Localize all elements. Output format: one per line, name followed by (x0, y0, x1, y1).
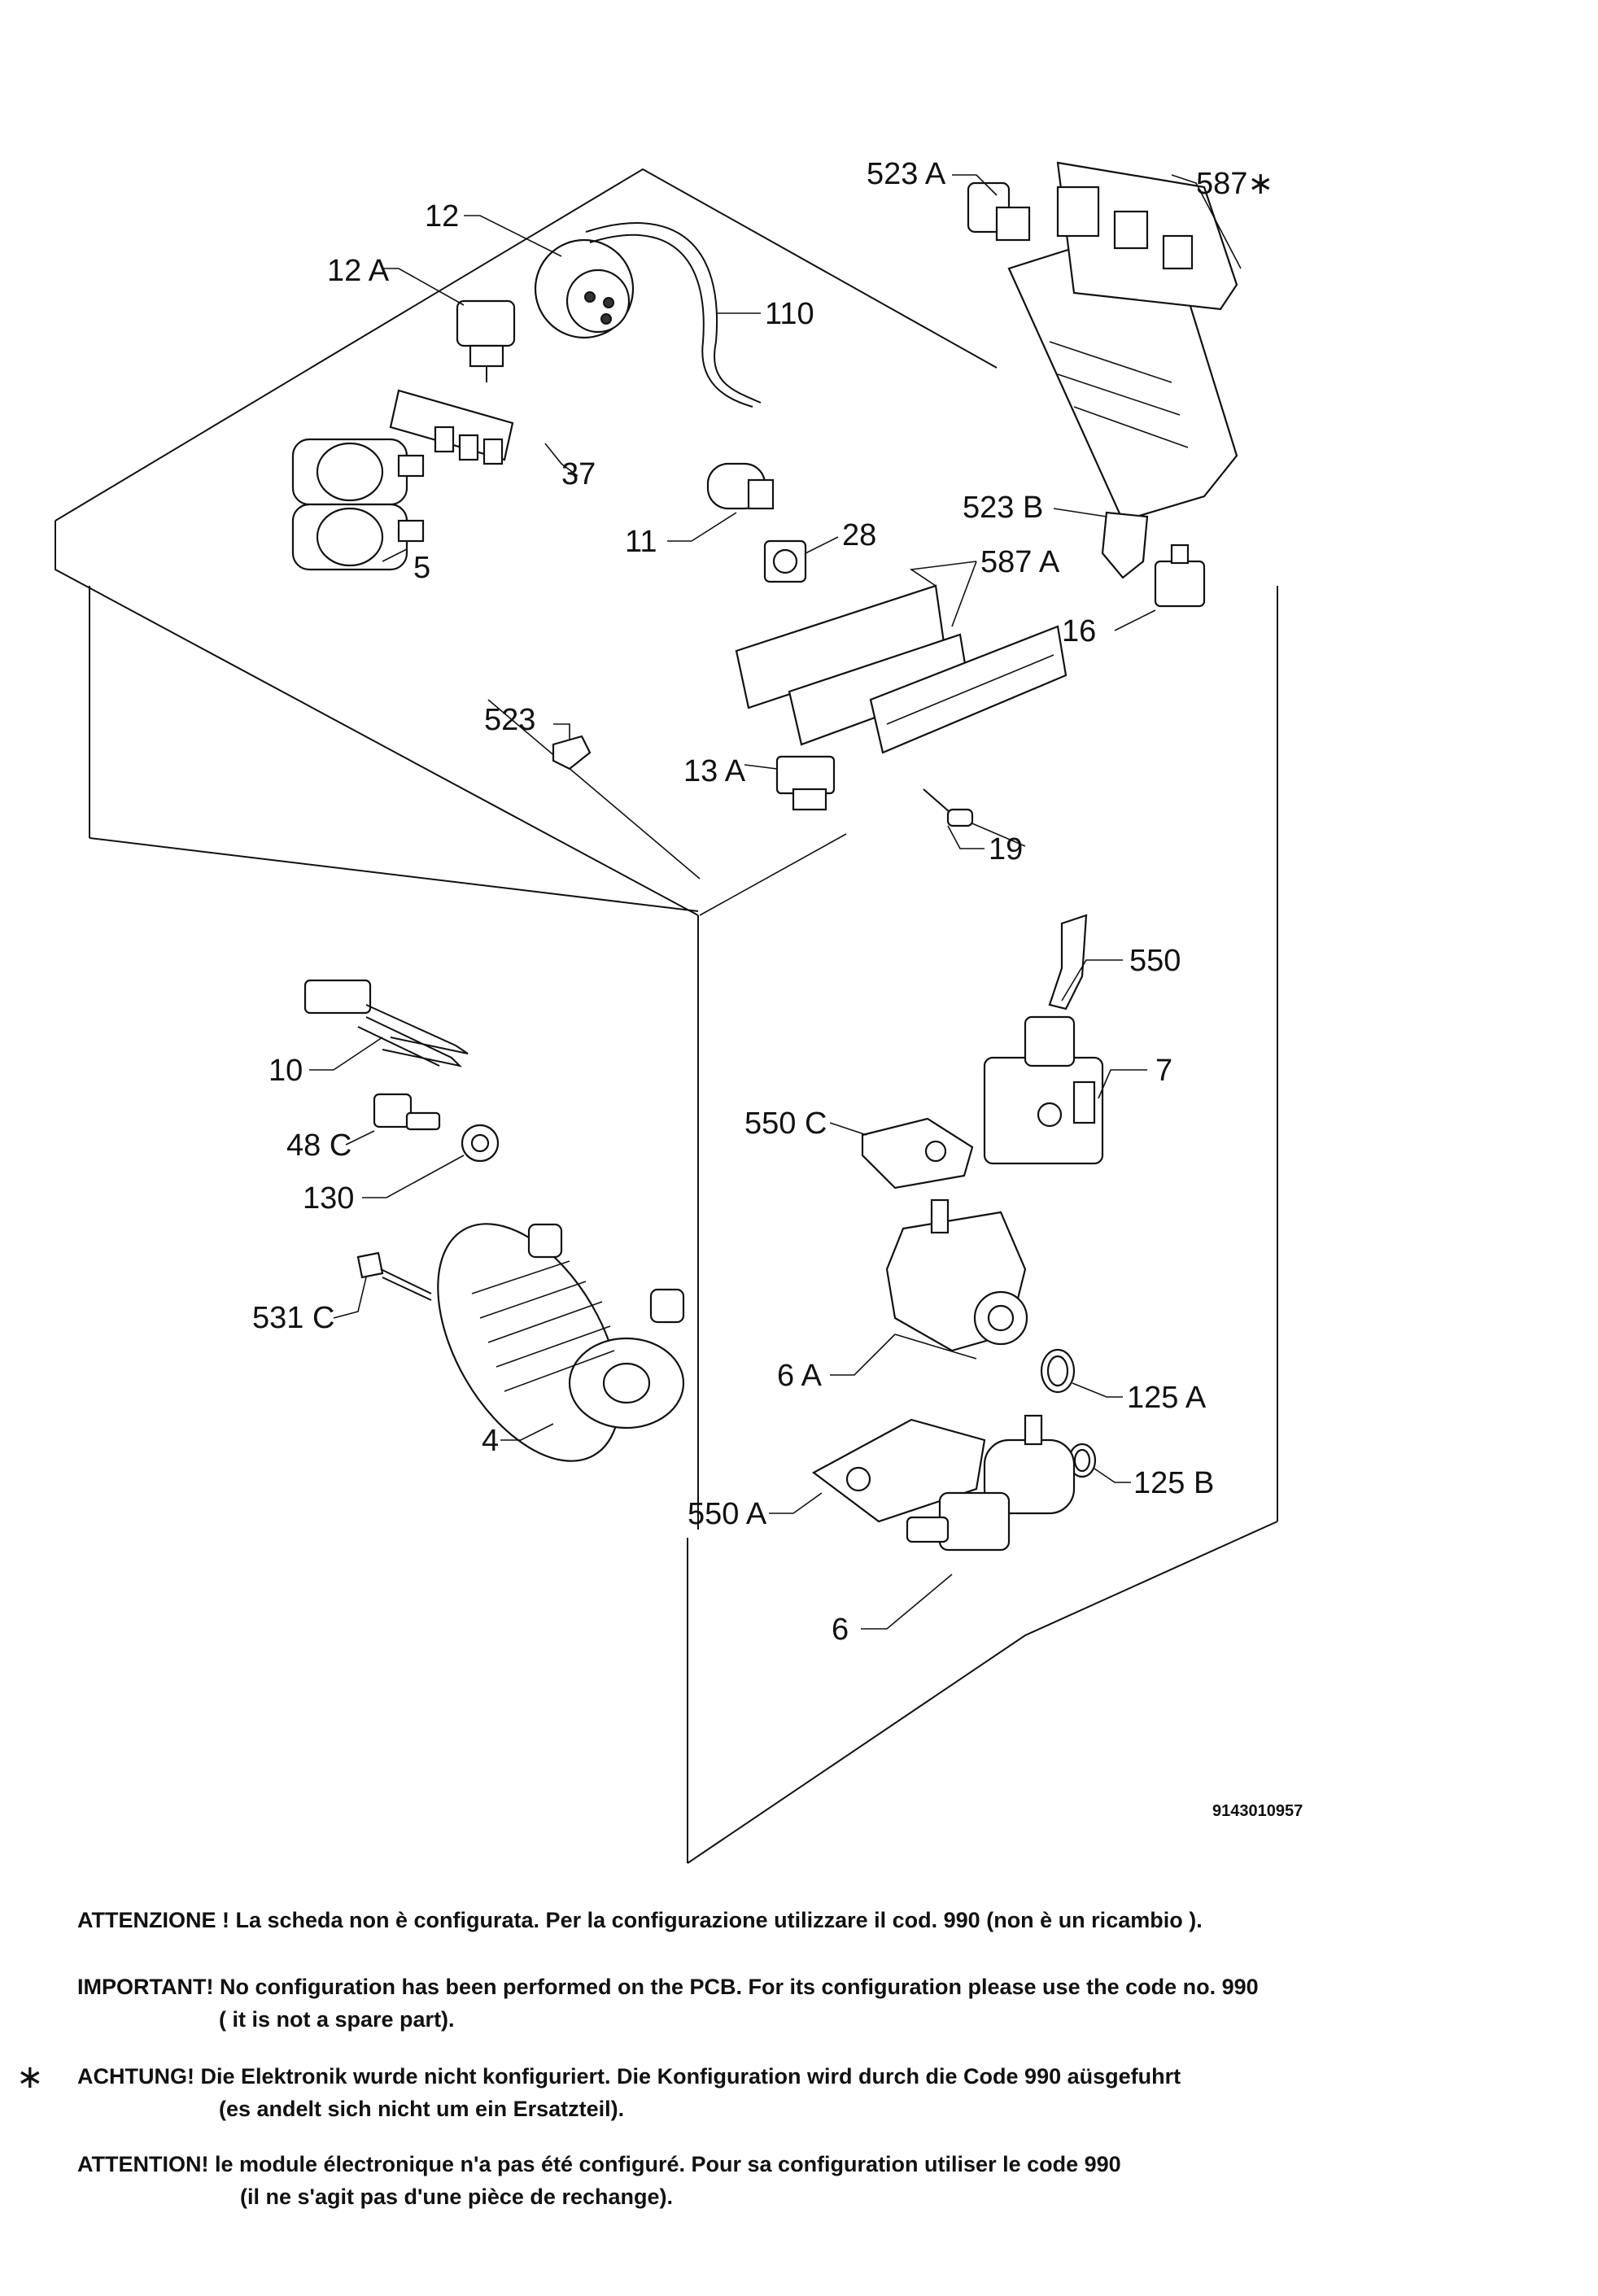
led-19-part (923, 788, 974, 827)
pump-housing-part (885, 1198, 1028, 1360)
callout-12a: 12 A (327, 254, 390, 288)
exploded-parts-diagram: 12 12 A 110 37 5 11 28 523 A 587∗ 523 B … (55, 157, 1303, 1864)
callout-130: 130 (303, 1181, 354, 1216)
solenoid-valve-part (291, 438, 425, 571)
note-english: IMPORTANT! No configuration has been per… (77, 1971, 1259, 2036)
motor-part (437, 1223, 685, 1462)
hose-part-inner (589, 234, 753, 408)
capacitor-part (706, 462, 775, 510)
callout-19: 19 (989, 832, 1023, 866)
cover-550c-part (861, 1117, 974, 1189)
hose-part (585, 222, 762, 404)
terminal-block-part (389, 389, 514, 465)
nut-130-part (461, 1124, 500, 1163)
callout-531c: 531 C (252, 1301, 334, 1335)
clip-523-part (552, 735, 592, 770)
gasket-125a-part (1040, 1348, 1076, 1394)
note-italian: ATTENZIONE ! La scheda non è configurata… (77, 1904, 1203, 1936)
callout-4: 4 (482, 1424, 499, 1458)
callout-523: 523 (484, 703, 535, 737)
switch-16-part (1154, 543, 1206, 608)
pressure-switch-part (534, 238, 635, 339)
callout-11: 11 (625, 525, 657, 559)
callout-10: 10 (269, 1054, 303, 1088)
drain-pump-part (906, 1414, 1076, 1552)
callout-7: 7 (1155, 1054, 1172, 1088)
callout-550c: 550 C (744, 1107, 827, 1141)
main-module-part (1007, 161, 1238, 522)
note-german-line1: ACHTUNG! Die Elektronik wurde nicht konf… (77, 2064, 1181, 2089)
callout-523b: 523 B (963, 491, 1043, 525)
control-boards-part (735, 584, 1068, 754)
connector-13a-part (775, 755, 836, 811)
screw-531c-part (356, 1251, 432, 1301)
gasket-part (763, 539, 807, 583)
connector-523a-part (967, 181, 1031, 242)
callout-13a: 13 A (683, 754, 746, 788)
note-french: ATTENTION! le module électronique n'a pa… (77, 2148, 1121, 2213)
level-switch-part (456, 299, 516, 382)
callout-125a: 125 A (1127, 1381, 1207, 1415)
note-french-line2: (il ne s'agit pas d'une pièce de rechang… (240, 2185, 673, 2209)
door-lock-part (983, 914, 1104, 1165)
note-italian-line1: ATTENZIONE ! La scheda non è configurata… (77, 1908, 1203, 1932)
cabinet-outline (55, 168, 1278, 1864)
heater-part (303, 979, 469, 1067)
leader-lines (309, 174, 1242, 1630)
bracket-523b-part (1101, 511, 1149, 579)
callout-28: 28 (842, 518, 876, 552)
callout-523a: 523 A (867, 157, 946, 191)
note-german-line2: (es andelt sich nicht um ein Ersatzteil)… (219, 2097, 625, 2121)
note-english-line2: ( it is not a spare part). (219, 2007, 455, 2032)
callout-587a: 587 A (980, 545, 1060, 579)
note-french-line1: ATTENTION! le module électronique n'a pa… (77, 2152, 1121, 2176)
callout-6: 6 (832, 1613, 849, 1647)
note-german: ACHTUNG! Die Elektronik wurde nicht konf… (77, 2060, 1181, 2125)
callout-550a: 550 A (688, 1497, 767, 1531)
callout-587-star: 587∗ (1196, 167, 1273, 201)
callout-48c: 48 C (286, 1128, 351, 1163)
callout-16: 16 (1062, 614, 1096, 648)
note-english-line1: IMPORTANT! No configuration has been per… (77, 1975, 1259, 1999)
callout-6a: 6 A (777, 1359, 823, 1393)
asterisk-marker: ∗ (16, 2058, 44, 2096)
callout-550: 550 (1129, 944, 1181, 978)
callout-12: 12 (425, 199, 459, 234)
drawing-number: 9143010957 (1212, 1802, 1303, 1820)
callout-37: 37 (561, 457, 596, 491)
sensor-48c-part (373, 1093, 441, 1131)
callout-125b: 125 B (1133, 1466, 1214, 1500)
gasket-125b-part (1068, 1443, 1097, 1478)
callout-5: 5 (413, 551, 430, 585)
callout-110: 110 (765, 297, 814, 331)
configuration-notes: ATTENZIONE ! La scheda non è configurata… (0, 1888, 1598, 2294)
